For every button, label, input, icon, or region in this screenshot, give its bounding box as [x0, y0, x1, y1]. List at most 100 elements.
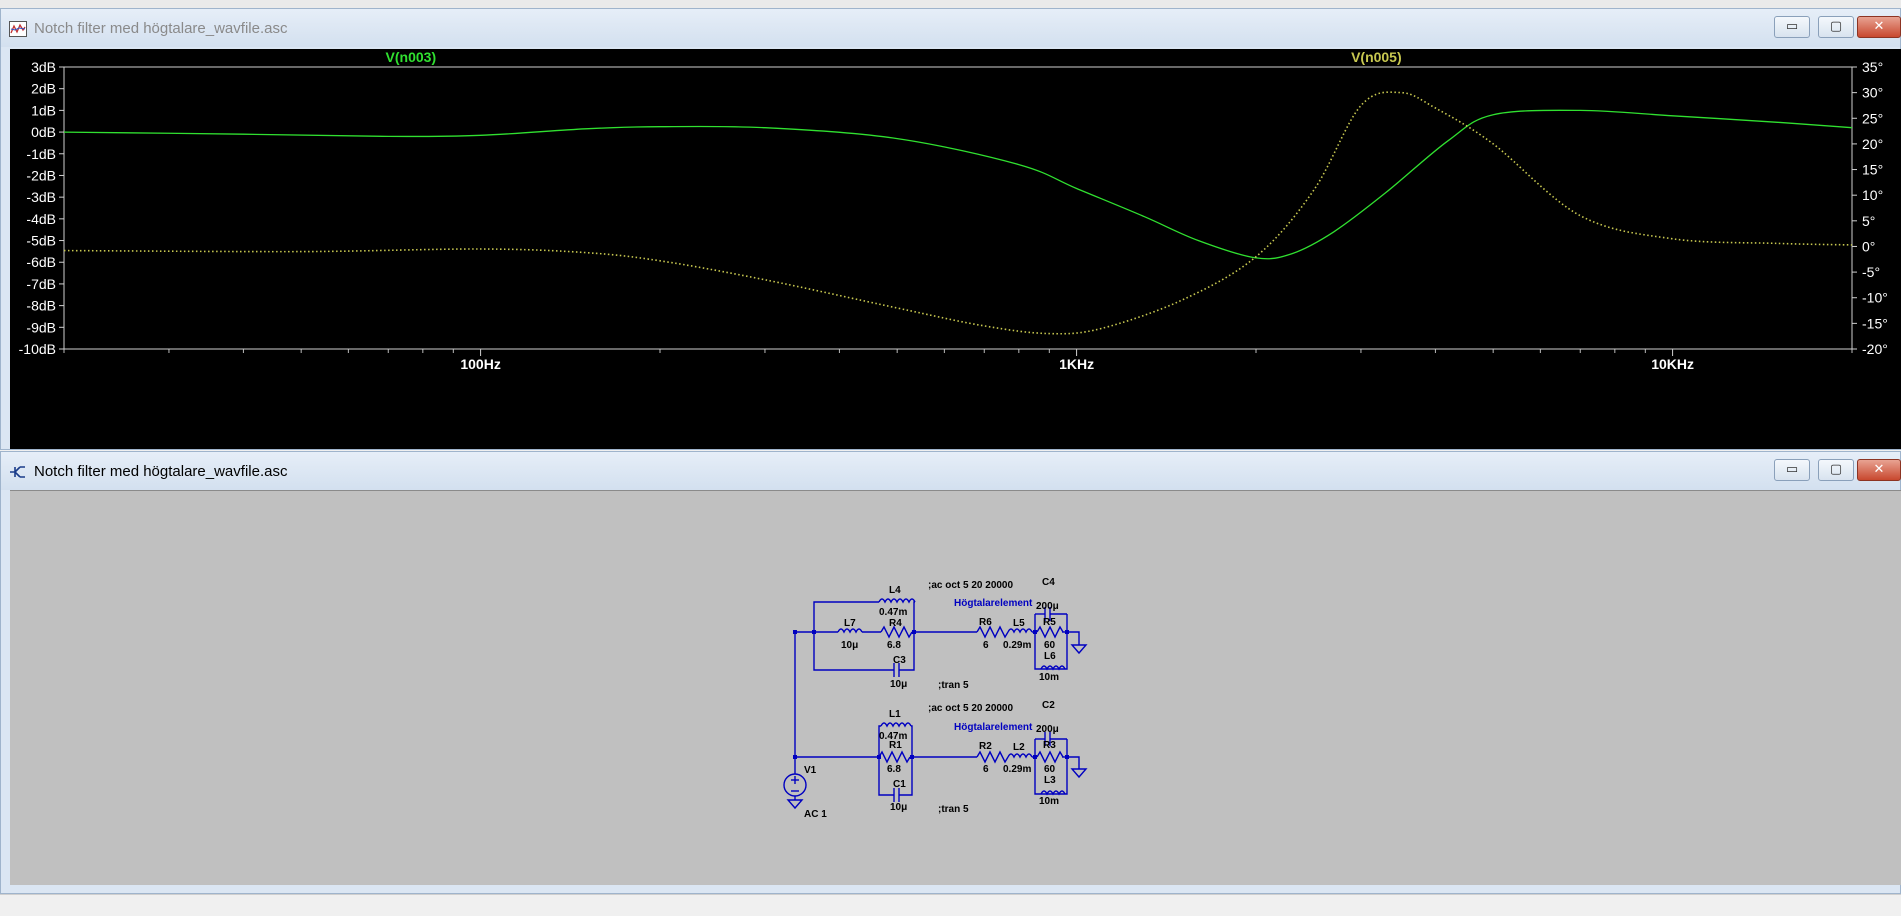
directive-tran-bottom[interactable]: ;tran 5 [938, 804, 969, 815]
l2-name: L2 [1013, 742, 1025, 753]
r2-value: 6 [983, 764, 989, 775]
y-left-tick-label: -4dB [26, 211, 56, 227]
c2-name: C2 [1042, 700, 1055, 711]
y-right-tick-label: -15° [1862, 315, 1888, 331]
y-right-tick-label: -10° [1862, 290, 1888, 306]
trace-labels: V(n003)V(n005) [386, 49, 1402, 65]
schematic-canvas[interactable]: ;ac oct 5 20 20000 ;tran 5 L4 0.47m L7 1… [10, 490, 1901, 885]
l5-name: L5 [1013, 618, 1025, 629]
resistor-r3[interactable] [1036, 750, 1064, 764]
c1-value: 10μ [890, 802, 907, 813]
y-left-tick-label: -3dB [26, 189, 56, 205]
x-tick-label: 100Hz [460, 356, 500, 372]
inductor-l2[interactable] [1007, 753, 1033, 759]
c2-value: 200μ [1036, 724, 1059, 735]
r1-name: R1 [889, 740, 902, 751]
y-left-tick-label: -10dB [19, 341, 56, 357]
junction-dots [793, 630, 1069, 759]
y-right-tick-label: 30° [1862, 85, 1883, 101]
schematic-close-button[interactable]: ✕ [1857, 459, 1901, 481]
r6-value: 6 [983, 640, 989, 651]
inductor-l1[interactable] [880, 722, 912, 728]
schematic-window-title: Notch filter med högtalare_wavfile.asc [34, 463, 288, 480]
inductor-l5[interactable] [1007, 628, 1033, 634]
schematic-window-titlebar[interactable]: Notch filter med högtalare_wavfile.asc ▭… [1, 452, 1901, 490]
r2-name: R2 [979, 741, 992, 752]
plot-window-title: Notch filter med högtalare_wavfile.asc [34, 20, 288, 37]
y-left-tick-label: -9dB [26, 319, 56, 335]
l4-name: L4 [889, 585, 901, 596]
l1-name: L1 [889, 709, 901, 720]
r1-value: 6.8 [887, 764, 901, 775]
y-left-tick-label: -8dB [26, 298, 56, 314]
c3-value: 10μ [890, 679, 907, 690]
inductor-l4[interactable] [878, 598, 916, 604]
y-left-tick-label: -5dB [26, 233, 56, 249]
y-right-tick-label: 35° [1862, 59, 1883, 75]
circuit-schematic[interactable]: ;ac oct 5 20 20000 ;tran 5 L4 0.47m L7 1… [1, 2, 1893, 820]
r5-name: R5 [1043, 617, 1056, 628]
plot-maximize-button[interactable]: ▢ [1818, 16, 1854, 38]
plot-minimize-button[interactable]: ▭ [1774, 16, 1810, 38]
speaker-label-top[interactable]: Högtalarelement [954, 598, 1033, 609]
inductor-l7[interactable] [837, 628, 863, 634]
l6-name: L6 [1044, 651, 1056, 662]
voltage-source-v1[interactable] [783, 773, 807, 797]
resistor-r2[interactable] [976, 750, 1009, 764]
r4-name: R4 [889, 618, 902, 629]
l4-value: 0.47m [879, 607, 907, 618]
ground-symbol-source [786, 796, 804, 810]
v1-value: AC 1 [804, 809, 827, 820]
l3-name: L3 [1044, 775, 1056, 786]
y-left-tick-label: -7dB [26, 276, 56, 292]
resistor-r6[interactable] [976, 625, 1009, 639]
l2-value: 0.29m [1003, 764, 1031, 775]
y-right-tick-label: 0° [1862, 238, 1875, 254]
y-left-tick-label: 1dB [31, 102, 56, 118]
y-axis-left-labels: 3dB2dB1dB0dB-1dB-2dB-3dB-4dB-5dB-6dB-7dB… [19, 59, 64, 357]
inductor-l6[interactable] [1040, 665, 1066, 671]
directive-ac-top[interactable]: ;ac oct 5 20 20000 [928, 580, 1013, 591]
resistor-r5[interactable] [1036, 625, 1064, 639]
l1-value: 0.47m [879, 731, 907, 742]
y-right-tick-label: 15° [1862, 162, 1883, 178]
plot-window-titlebar[interactable]: Notch filter med högtalare_wavfile.asc ▭… [1, 9, 1901, 47]
directive-tran-top[interactable]: ;tran 5 [938, 680, 969, 691]
capacitor-c1[interactable] [893, 788, 900, 802]
plot-window: Notch filter med högtalare_wavfile.asc ▭… [0, 8, 1901, 450]
bode-plot[interactable]: 3dB2dB1dB0dB-1dB-2dB-3dB-4dB-5dB-6dB-7dB… [10, 49, 1901, 449]
l7-value: 10μ [841, 640, 858, 651]
r5-value: 60 [1044, 640, 1056, 651]
c1-name: C1 [893, 779, 906, 790]
status-bar [0, 894, 1901, 916]
y-left-tick-label: -6dB [26, 254, 56, 270]
c4-name: C4 [1042, 577, 1055, 588]
y-right-tick-label: -5° [1862, 264, 1880, 280]
y-axis-right-labels: 35°30°25°20°15°10°5°0°-5°-10°-15°-20° [1852, 59, 1888, 357]
directive-ac-bottom[interactable]: ;ac oct 5 20 20000 [928, 703, 1013, 714]
l7-name: L7 [844, 618, 856, 629]
plot-traces [63, 91, 1853, 335]
waveform-viewer-icon [9, 21, 27, 37]
plot-grid [63, 349, 1853, 353]
y-left-tick-label: 2dB [31, 81, 56, 97]
schematic-minimize-button[interactable]: ▭ [1774, 459, 1810, 481]
schematic-maximize-button[interactable]: ▢ [1818, 459, 1854, 481]
schematic-editor-icon [10, 466, 25, 478]
resistor-r4[interactable] [880, 625, 913, 639]
y-right-tick-label: -20° [1862, 341, 1888, 357]
l3-value: 10m [1039, 796, 1059, 807]
y-left-tick-label: 0dB [31, 124, 56, 140]
y-left-tick-label: -2dB [26, 167, 56, 183]
inductor-l3[interactable] [1040, 790, 1066, 796]
ground-symbol-bottom [1070, 768, 1088, 779]
x-tick-label: 1KHz [1059, 356, 1094, 372]
trace-v-n005 [63, 91, 1853, 335]
v1-name: V1 [804, 765, 817, 776]
r3-name: R3 [1043, 740, 1056, 751]
c4-value: 200μ [1036, 601, 1059, 612]
resistor-r1[interactable] [878, 750, 911, 764]
r6-name: R6 [979, 617, 992, 628]
speaker-label-bottom[interactable]: Högtalarelement [954, 722, 1033, 733]
